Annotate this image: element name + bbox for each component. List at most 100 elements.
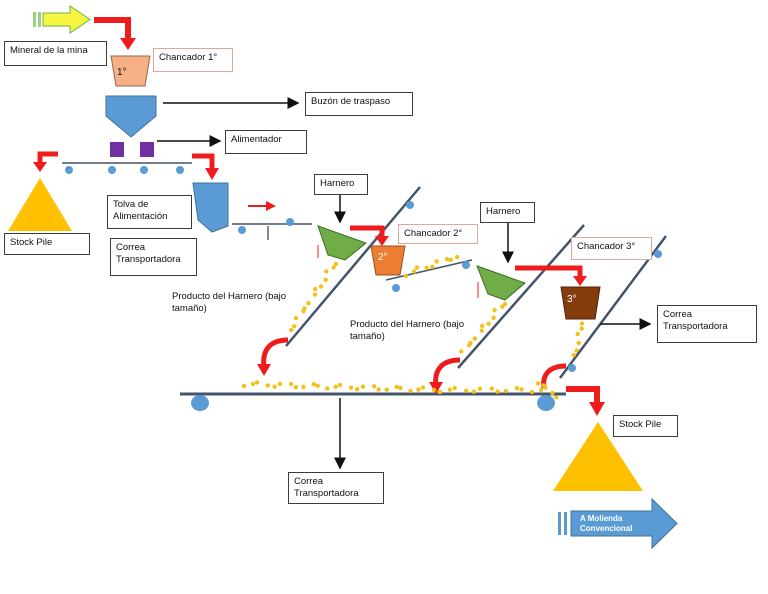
ore-particle (331, 265, 336, 270)
ore-particle (492, 307, 497, 313)
ore-particle (337, 382, 343, 388)
crusher-2-tag: 2° (378, 252, 388, 263)
chancador-2-label: Chancador 2° (398, 224, 478, 244)
crusher-3-tag: 3° (567, 294, 577, 305)
ore-particle (324, 269, 329, 274)
ore-particle (479, 328, 484, 333)
main-conveyor-icon (180, 392, 566, 411)
ore-particle (333, 384, 338, 389)
ore-particle (503, 388, 508, 394)
ore-particle (408, 388, 413, 394)
producto-1-label: Producto del Harnero (bajo tamaño) (172, 291, 287, 315)
red-arrow-to-crusher-3-icon (515, 265, 587, 286)
input-arrow-icon (33, 5, 91, 34)
inclined-conveyor-1-icon (285, 186, 421, 347)
ore-particle (459, 349, 464, 354)
ore-particle (466, 343, 472, 348)
small-red-arrow-icon (248, 201, 276, 211)
ore-particle (394, 384, 399, 390)
correa-top-label: Correa Transportadora (110, 238, 197, 276)
ore-particle (288, 381, 294, 387)
ore-particle (535, 381, 541, 386)
feed-arrow-red-icon (94, 17, 136, 50)
ore-particle (500, 304, 505, 309)
ore-particle (411, 269, 417, 274)
ore-particle (292, 324, 297, 329)
ore-particle (486, 321, 491, 326)
ore-particle (311, 382, 316, 387)
ore-particle (293, 385, 299, 390)
ore-particle (448, 257, 453, 262)
red-arrow-to-crusher-2-icon (350, 225, 389, 246)
ore-particle (489, 386, 495, 391)
ore-particle (447, 387, 452, 392)
correa-bottom-label: Correa Transportadora (288, 472, 384, 504)
top-left-conveyor-icon (62, 162, 192, 174)
tolva-label: Tolva de Alimentación (107, 195, 192, 229)
return-arrow-3-icon (541, 363, 567, 389)
ore-particle (579, 326, 584, 331)
ore-particle (574, 348, 579, 353)
ore-particle (529, 389, 535, 395)
stock-pile-right-label: Stock Pile (613, 415, 678, 437)
ore-particle (434, 259, 439, 264)
ore-particle (424, 265, 429, 271)
ore-particle (333, 261, 339, 267)
arrow-to-right-pile-icon (566, 386, 605, 416)
ore-particle (454, 254, 460, 260)
ore-particle (539, 387, 544, 393)
ore-particle (348, 385, 354, 390)
ore-particle (416, 387, 421, 392)
ore-particle (403, 273, 409, 279)
ore-particle (430, 264, 435, 269)
feeder-right-icon (140, 142, 154, 157)
screen-1-icon (317, 225, 368, 261)
ore-particle (495, 389, 500, 394)
ore-particle (575, 331, 580, 337)
arrow-to-left-pile-icon (33, 151, 58, 172)
ore-particle (315, 383, 320, 388)
ore-particle (431, 387, 437, 393)
transfer-hopper-icon (105, 95, 157, 138)
ore-particle (491, 315, 496, 320)
ore-particle (579, 321, 585, 326)
ore-particle (376, 387, 381, 392)
ore-particle (384, 387, 389, 392)
ore-particles (241, 254, 585, 400)
ore-particle (355, 387, 360, 392)
ore-particle (502, 301, 508, 307)
ore-particle (277, 381, 283, 387)
crusher-1-icon (110, 55, 151, 87)
chancador-1-label: Chancador 1° (153, 48, 233, 72)
chancador-3-label: Chancador 3° (571, 237, 652, 260)
crusher-2-conveyor-icon (385, 259, 473, 292)
stock-pile-right-icon (553, 422, 643, 491)
correa-right-label: Correa Transportadora (657, 305, 757, 343)
harnero-2-label: Harnero (480, 202, 535, 223)
producto-2-label: Producto del Harnero (bajo tamaño) (350, 319, 465, 343)
crusher-2-icon (370, 245, 406, 276)
ore-particle (519, 387, 524, 392)
ore-particle (312, 292, 318, 297)
arrow-to-tolva-icon (192, 153, 219, 180)
crusher-3-icon (560, 286, 601, 320)
ore-particle (265, 383, 270, 388)
ore-particle (360, 384, 366, 389)
screen-2-icon (476, 265, 526, 301)
ore-particle (480, 323, 485, 328)
ore-particle (414, 265, 420, 270)
return-arrow-2-icon (429, 357, 461, 394)
harnero-1-label: Harnero (314, 174, 368, 195)
output-arrow-icon (558, 497, 678, 550)
ore-particle (293, 315, 299, 321)
ore-particle (312, 286, 318, 292)
ore-particle (437, 389, 443, 395)
ore-particle (325, 386, 330, 391)
ore-particle (550, 390, 555, 396)
ore-particle (241, 383, 247, 389)
ore-particle (323, 277, 328, 282)
ore-particle (306, 301, 311, 306)
ore-particle (444, 256, 450, 262)
ore-particle (301, 309, 306, 314)
